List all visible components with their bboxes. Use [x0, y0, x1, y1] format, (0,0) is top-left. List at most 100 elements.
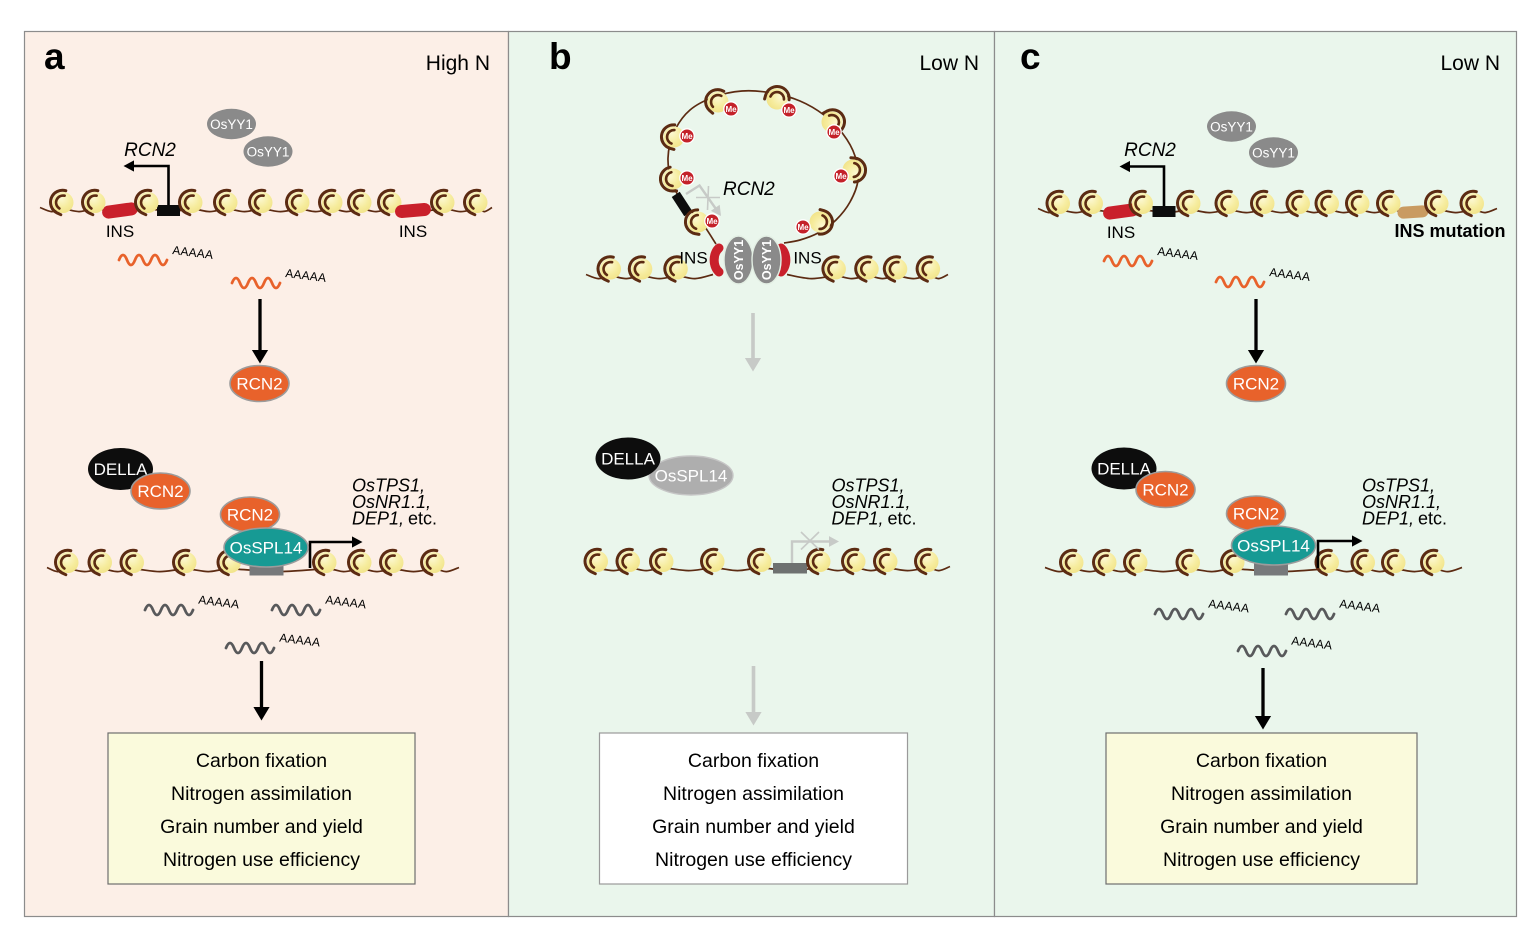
panel-b-letter: b — [549, 36, 572, 77]
osyy1-protein — [243, 136, 293, 167]
panel-b: b Low N RCN2 Me Me Me Me Me Me Me Me OsY… — [549, 36, 979, 885]
ins-label: INS — [106, 222, 134, 241]
rcn2-protein — [1135, 470, 1196, 509]
della-protein — [595, 437, 661, 480]
flow-arrow-head — [1247, 350, 1265, 364]
osyy1-protein-label: OsYY1 — [732, 240, 746, 280]
osspl14-protein — [223, 527, 309, 568]
flow-arrow-head — [251, 350, 269, 364]
methylation-mark-label: Me — [681, 174, 693, 183]
methylation-mark-label: Me — [835, 172, 847, 181]
transcription-arrow-line — [134, 164, 170, 205]
poly-a-tail: AAAAA — [279, 631, 321, 650]
blocked-transcription-arrow-line — [790, 540, 829, 563]
methylation-mark-label: Me — [706, 217, 718, 226]
della-protein — [1091, 447, 1157, 490]
outcome-line: Nitrogen use efficiency — [655, 849, 852, 871]
rcn2-protein — [229, 364, 290, 403]
ins-label: INS — [399, 222, 427, 241]
osyy1-protein-label: OsYY1 — [760, 240, 774, 280]
rcn2-gene-label: RCN2 — [124, 140, 176, 161]
ins-label: INS — [1107, 223, 1135, 242]
panel-b-condition: Low N — [919, 52, 979, 75]
target-gene-name: DEP1,etc. — [352, 509, 437, 529]
poly-a-tail: AAAAA — [172, 243, 214, 262]
outcome-line: Nitrogen use efficiency — [163, 849, 360, 871]
blocked-transcription-arrow-head — [710, 204, 721, 216]
target-promoter — [773, 563, 807, 574]
blocked-transcription-arrow-line — [685, 183, 717, 210]
rcn2-protein-label: RCN2 — [227, 505, 273, 524]
methylation-mark-label: Me — [828, 128, 840, 137]
panel-a: a High N OsYY1 OsYY1 RCN2 INS INS AAAAA … — [39, 36, 493, 885]
ins-label: INS — [679, 249, 707, 268]
poly-a-tail: AAAAA — [1339, 597, 1381, 616]
panel-c-letter: c — [1020, 36, 1041, 77]
target-gene-name-italic: DEP1, — [832, 509, 884, 529]
ins-label: INS — [793, 249, 821, 268]
transcription-arrow-head — [1119, 160, 1130, 173]
outcome-box — [1105, 732, 1418, 885]
methylation-mark — [704, 213, 720, 229]
outcome-line: Carbon fixation — [688, 750, 819, 772]
rcn2-gene-label: RCN2 — [723, 179, 775, 200]
panel-c: c Low N OsYY1 OsYY1 RCN2 INS INS mutatio… — [1020, 36, 1506, 885]
outcome-box — [598, 732, 909, 885]
methylation-mark — [826, 124, 842, 140]
osyy1-protein — [207, 108, 256, 140]
target-gene-name: OsTPS1, — [1362, 476, 1435, 496]
outcome-line: Nitrogen assimilation — [171, 783, 352, 805]
target-gene-name: OsTPS1, — [352, 476, 425, 496]
rcn2-promoter — [157, 205, 180, 216]
osyy1-protein-label: OsYY1 — [247, 144, 290, 159]
ins-mutation-label: INS mutation — [1395, 221, 1506, 241]
poly-a-tail: AAAAA — [198, 593, 240, 612]
blocked-transcription-arrow-head — [829, 536, 839, 547]
panel-c-condition: Low N — [1440, 52, 1500, 75]
della-protein-label: DELLA — [94, 460, 149, 479]
target-gene-suffix: etc. — [1418, 509, 1447, 529]
osspl14-protein — [1230, 525, 1317, 566]
panel-a-condition: High N — [426, 52, 490, 75]
poly-a-tail: AAAAA — [285, 266, 327, 285]
flow-arrow-head — [1254, 716, 1272, 730]
poly-a-tail: AAAAA — [1208, 597, 1250, 616]
osspl14-protein-inactive-label: OsSPL14 — [655, 466, 728, 485]
target-gene-name: OsTPS1, — [832, 476, 905, 496]
transcription-arrow-head — [1352, 535, 1363, 547]
panel-a-letter: a — [44, 36, 65, 77]
poly-a-tail: AAAAA — [325, 593, 367, 612]
outcome-line: Carbon fixation — [1196, 750, 1327, 772]
methylation-mark — [723, 101, 739, 117]
poly-a-tail: AAAAA — [1269, 265, 1311, 284]
outcome-line: Grain number and yield — [1160, 816, 1363, 838]
outcome-line: Grain number and yield — [160, 816, 363, 838]
target-gene-name: DEP1,etc. — [832, 509, 917, 529]
target-gene-name: OsNR1.1, — [352, 492, 431, 512]
osyy1-protein-label: OsYY1 — [210, 117, 253, 132]
rcn2-promoter — [671, 191, 693, 217]
poly-a-tail: AAAAA — [1291, 634, 1333, 653]
osspl14-protein-label: OsSPL14 — [230, 538, 303, 557]
panel-c-background — [993, 30, 1518, 918]
methylation-mark — [795, 219, 811, 235]
methylation-mark — [679, 128, 695, 144]
target-gene-name: OsNR1.1, — [1362, 492, 1441, 512]
outcome-line: Nitrogen assimilation — [663, 783, 844, 805]
osspl14-protein-label: OsSPL14 — [1237, 536, 1310, 555]
transcription-arrow-head — [123, 160, 134, 172]
osyy1-protein — [1207, 111, 1256, 142]
flow-arrow-inactive-head — [745, 712, 762, 726]
target-gene-name: DEP1,etc. — [1362, 509, 1447, 529]
rcn2-promoter — [1152, 206, 1176, 217]
poly-a-tail: AAAAA — [1157, 244, 1199, 263]
rcn2-protein — [1225, 364, 1287, 403]
osspl14-protein-inactive — [648, 455, 734, 496]
outcome-line: Carbon fixation — [196, 750, 327, 772]
target-gene-suffix: etc. — [408, 509, 437, 529]
transcription-arrow-line — [1316, 539, 1352, 568]
della-protein-label: DELLA — [601, 450, 656, 469]
target-gene-name: OsNR1.1, — [832, 492, 911, 512]
